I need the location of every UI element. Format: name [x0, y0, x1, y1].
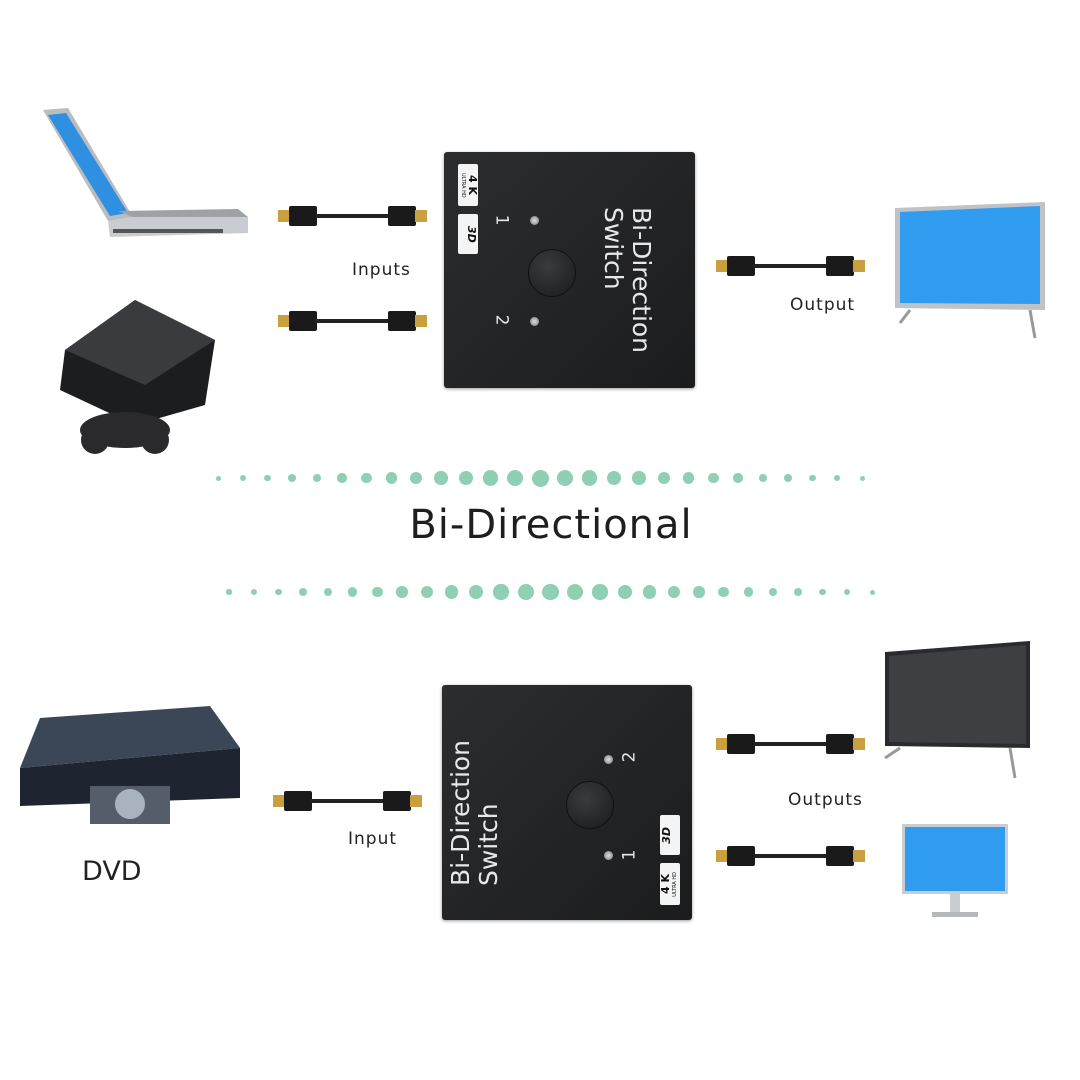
divider-dot [361, 472, 372, 484]
port-1-label: 1 [619, 849, 640, 861]
divider-dot [869, 589, 875, 595]
led-2 [604, 755, 613, 764]
divider-dot [809, 474, 816, 482]
led-2 [530, 317, 539, 326]
divider-dot [312, 473, 322, 483]
divider-dot [264, 474, 271, 482]
bi-direction-switch-top: 4 K ULTRA HD 3D 1 2 Bi-Direction Switch [444, 152, 695, 388]
monitor-icon [902, 824, 1008, 917]
4k-text: 4 K [660, 874, 672, 895]
dvd-player-icon [20, 706, 240, 824]
divider-dot [531, 469, 549, 487]
divider-dot [693, 586, 705, 598]
divider-dot [783, 474, 792, 482]
divider-dot [469, 584, 484, 600]
divider-dot [567, 583, 584, 601]
port-2-label: 2 [619, 751, 640, 763]
divider-dot [642, 585, 657, 599]
switch-title-line2: Switch [474, 803, 504, 887]
ultra-hd-text: ULTRA HD [672, 871, 678, 897]
dvd-label: DVD [82, 856, 142, 887]
ultra-hd-text: ULTRA HD [460, 172, 466, 198]
port-2-label: 2 [491, 314, 512, 326]
divider-dot [507, 469, 524, 487]
divider-dot [299, 588, 308, 596]
hdmi-cables-output [716, 734, 865, 866]
divider-dot [768, 587, 778, 597]
4k-badge: 4 K ULTRA HD [458, 164, 478, 206]
4k-badge: 4 K ULTRA HD [660, 863, 680, 905]
divider-dot [372, 586, 383, 598]
divider-dot [493, 584, 509, 600]
switch-button[interactable] [528, 249, 576, 297]
divider-dot [323, 587, 333, 597]
divider-dot [667, 585, 681, 599]
divider-dot [834, 475, 841, 481]
laptop-icon [43, 108, 248, 237]
divider-dot [288, 474, 297, 482]
outputs-label: Outputs [788, 790, 863, 810]
divider-dot [250, 589, 257, 595]
divider-dot [733, 473, 743, 483]
bi-direction-switch-bottom: Bi-Direction Switch 2 1 3D 4 K ULTRA HD [442, 685, 692, 920]
divider-dot [632, 471, 646, 485]
divider-dot [215, 475, 221, 481]
switch-title-line2: Switch [599, 206, 629, 290]
divider-dot [542, 583, 559, 601]
divider-dot [420, 585, 434, 599]
hdmi-cable-input [273, 791, 422, 811]
divider-dot [347, 587, 358, 597]
divider-dot [607, 470, 622, 486]
hdmi-cable-output [716, 256, 865, 276]
divider-dot [793, 588, 802, 596]
divider-dot [718, 586, 729, 598]
divider-dot [844, 589, 851, 595]
divider-dot [708, 472, 719, 484]
hdmi-cable-input-1 [278, 206, 427, 331]
switch-button[interactable] [566, 781, 614, 829]
inputs-label: Inputs [352, 260, 411, 280]
led-1 [604, 851, 613, 860]
divider-dot [592, 584, 608, 600]
port-1-label: 1 [491, 214, 512, 226]
divider-dot [385, 472, 398, 484]
divider-dot [819, 588, 826, 596]
switch-title-line1: Bi-Direction [627, 206, 657, 354]
divider-dot [657, 471, 671, 485]
led-1 [530, 216, 539, 225]
3d-badge: 3D [458, 214, 478, 254]
divider-dot [682, 472, 695, 484]
divider-dot [482, 470, 499, 486]
divider-dot [239, 475, 246, 481]
divider-dot [743, 587, 754, 597]
divider-dot [275, 588, 282, 596]
divider-dot [859, 475, 865, 481]
switch-title: Bi-Direction Switch [599, 206, 657, 354]
divider-dot [458, 470, 473, 486]
divider-dot [617, 584, 632, 600]
input-label: Input [348, 829, 398, 849]
divider-dot [337, 473, 347, 483]
divider-dot [396, 586, 408, 598]
switch-title-line1: Bi-Direction [446, 739, 476, 887]
switch-title: Bi-Direction Switch [446, 739, 504, 887]
3d-badge: 3D [660, 815, 680, 855]
divider-dot [444, 585, 459, 599]
tv-icon [895, 202, 1045, 339]
4k-text: 4 K [466, 174, 478, 195]
divider-dot [517, 583, 534, 601]
divider-dot [581, 470, 598, 486]
divider-dot [226, 589, 232, 595]
page-title: Bi-Directional [409, 502, 693, 548]
divider-dot [556, 469, 573, 487]
divider-dot [758, 473, 768, 483]
divider-dot [409, 471, 423, 485]
tv-icon [884, 641, 1030, 779]
game-console-icon [60, 300, 215, 454]
output-label: Output [790, 295, 856, 315]
divider-dot [434, 471, 448, 485]
